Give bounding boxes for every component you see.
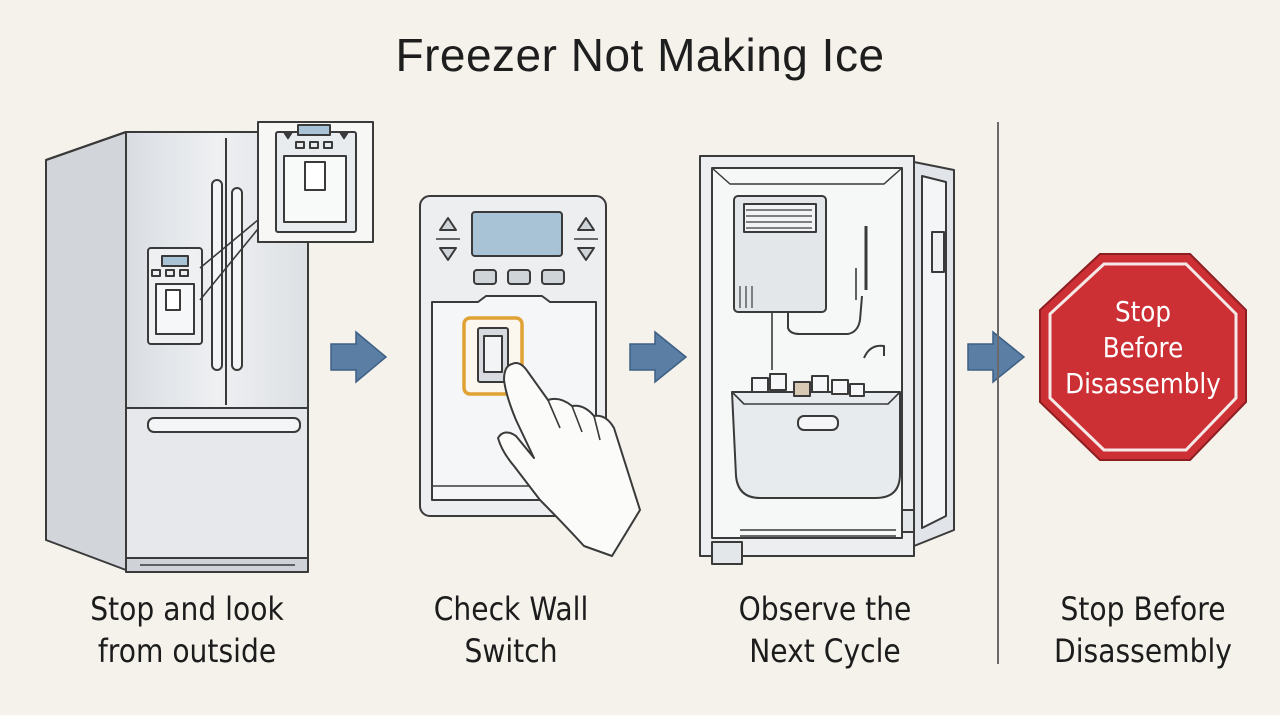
flow-arrow-2 — [629, 330, 688, 384]
open-freezer-icon — [699, 155, 955, 565]
flow-arrow-1 — [330, 330, 388, 384]
stop-sign-label: Stop Before Disassembly — [1065, 295, 1221, 400]
step-1-caption: Stop and look from outside — [90, 590, 284, 670]
stop-sign-icon — [1039, 253, 1247, 461]
step-3-caption: Observe the Next Cycle — [738, 590, 912, 670]
step-2-caption: Check Wall Switch — [433, 590, 589, 670]
flow-arrow-3 — [967, 330, 1026, 384]
step-4-caption: Stop Before Disassembly — [1054, 590, 1232, 670]
refrigerator-icon — [45, 121, 374, 573]
control-panel-switch-icon — [419, 195, 641, 557]
diagram-title: Freezer Not Making Ice — [395, 29, 885, 81]
